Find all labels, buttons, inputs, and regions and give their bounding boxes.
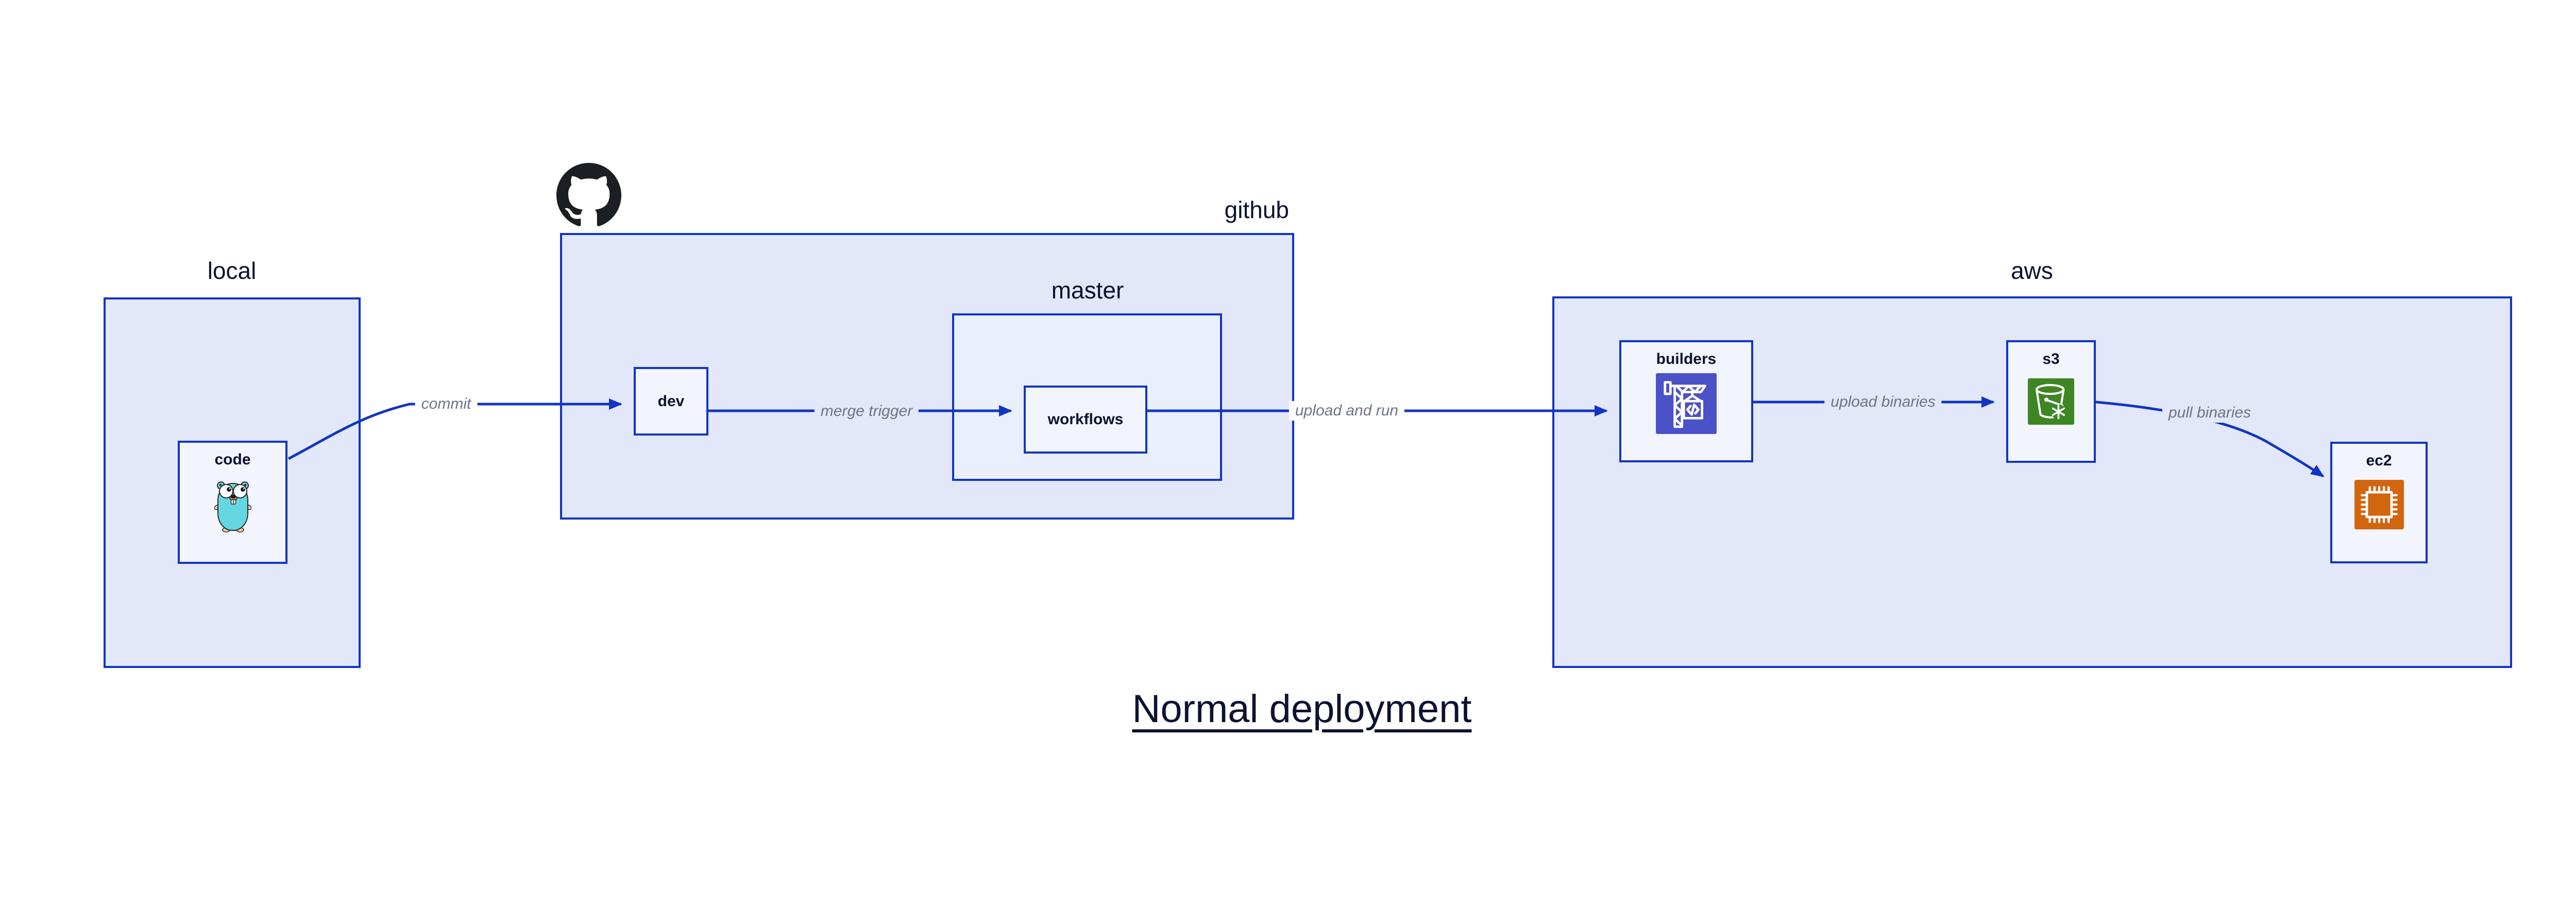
local-container-label: local bbox=[207, 257, 257, 284]
ec2-node-label: ec2 bbox=[2366, 452, 2392, 469]
node-s3: s3 bbox=[2006, 340, 2096, 463]
node-builders: builders bbox=[1619, 340, 1753, 462]
go-gopher-icon bbox=[213, 478, 252, 535]
pull-binaries-edge-label: pull binaries bbox=[2162, 403, 2258, 423]
crane-codebuild-icon bbox=[1656, 373, 1717, 434]
node-code: code bbox=[178, 441, 287, 564]
master-container-label: master bbox=[1051, 277, 1124, 304]
upload-and-run-edge-label: upload and run bbox=[1289, 401, 1405, 421]
builders-node-label: builders bbox=[1656, 350, 1717, 368]
node-workflows: workflows bbox=[1024, 386, 1147, 454]
workflows-node-label: workflows bbox=[1047, 411, 1124, 428]
github-container-label: github bbox=[1224, 196, 1289, 223]
diagram-title: Normal deployment bbox=[1132, 687, 1472, 731]
chip-icon bbox=[2354, 480, 2404, 529]
s3-node-label: s3 bbox=[2042, 350, 2060, 368]
node-dev: dev bbox=[634, 367, 708, 436]
bucket-snowflake-icon bbox=[2028, 378, 2074, 425]
github-octocat-icon bbox=[556, 163, 621, 228]
dev-node-label: dev bbox=[657, 392, 685, 410]
commit-edge-label: commit bbox=[415, 394, 478, 414]
aws-container-label: aws bbox=[2011, 257, 2053, 284]
code-node-label: code bbox=[214, 451, 251, 468]
upload-binaries-edge-label: upload binaries bbox=[1824, 392, 1942, 412]
merge-trigger-edge-label: merge trigger bbox=[814, 402, 919, 421]
node-ec2: ec2 bbox=[2330, 442, 2428, 563]
